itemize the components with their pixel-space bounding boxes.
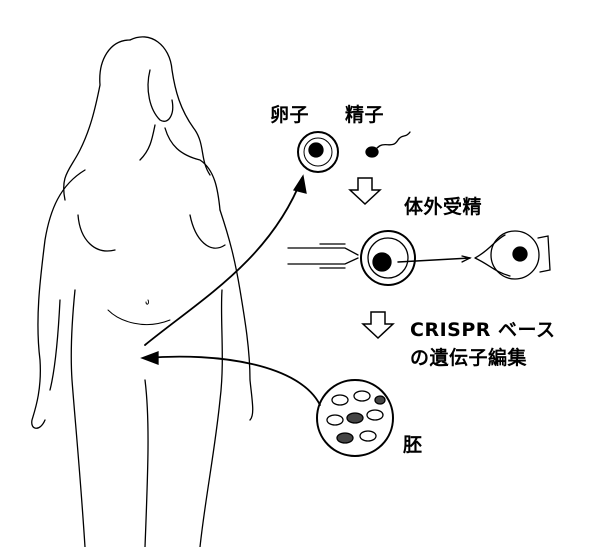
ivf-label: 体外受精 [404,196,483,218]
arrowhead-icon [140,351,159,365]
ivf-scene [287,230,551,286]
embryo-label: 胚 [403,434,423,456]
egg-cell [297,131,339,173]
crispr-label-line2: の遺伝子編集 [410,347,528,369]
down-arrow-icon [348,177,382,206]
woman-figure [31,36,254,547]
arrowhead-icon [292,174,307,194]
crispr-label-line1: CRISPR ベース [410,319,556,341]
arrow-to-uterus [144,355,321,406]
egg-label: 卵子 [270,104,310,126]
embryo [316,379,394,457]
down-arrow-icon [361,311,395,340]
sperm-label: 精子 [345,104,385,126]
arrow-to-egg [144,177,303,346]
sperm-cell [365,131,411,158]
